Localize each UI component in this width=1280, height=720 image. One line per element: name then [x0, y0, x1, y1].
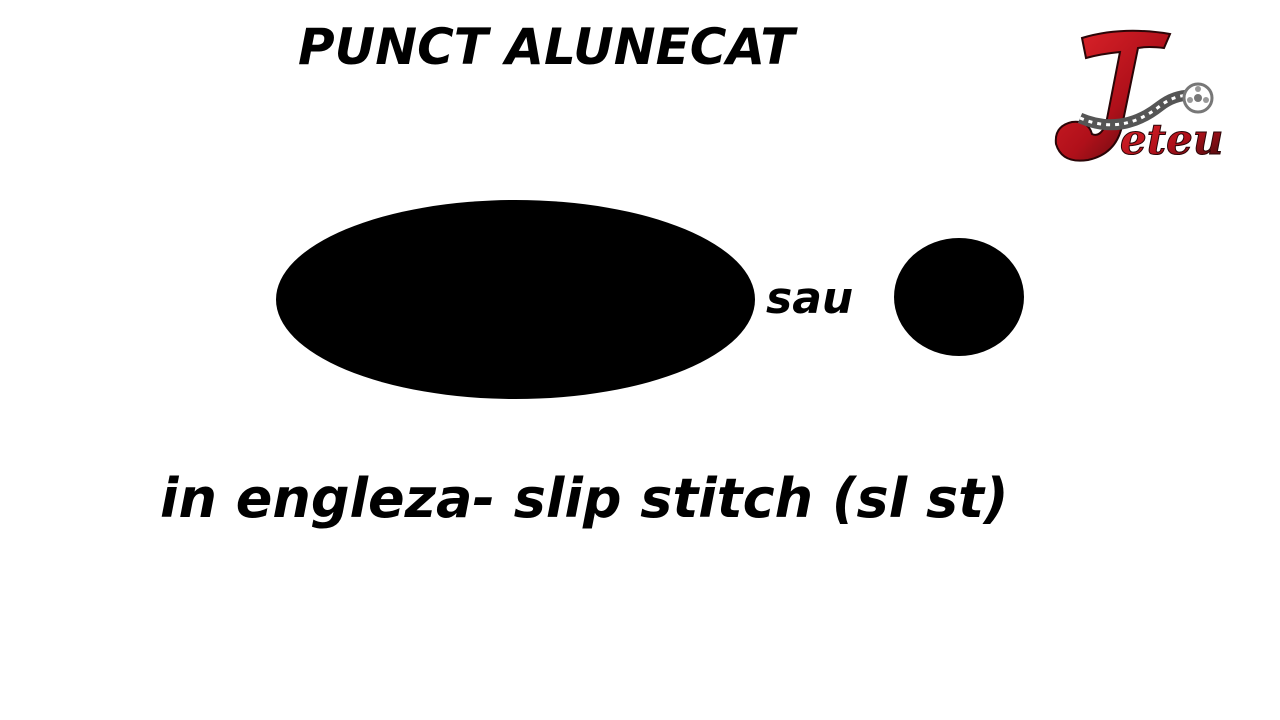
- diagram-title: PUNCT ALUNECAT: [298, 18, 795, 76]
- separator-word: sau: [766, 273, 854, 324]
- slip-stitch-oval-symbol: [276, 200, 755, 399]
- svg-text:eteu: eteu: [1120, 115, 1223, 164]
- english-translation: in engleza- slip stitch (sl st): [160, 467, 1009, 530]
- slip-stitch-dot-symbol: [894, 238, 1024, 356]
- film-reel-logo-icon: eteu: [1054, 29, 1224, 165]
